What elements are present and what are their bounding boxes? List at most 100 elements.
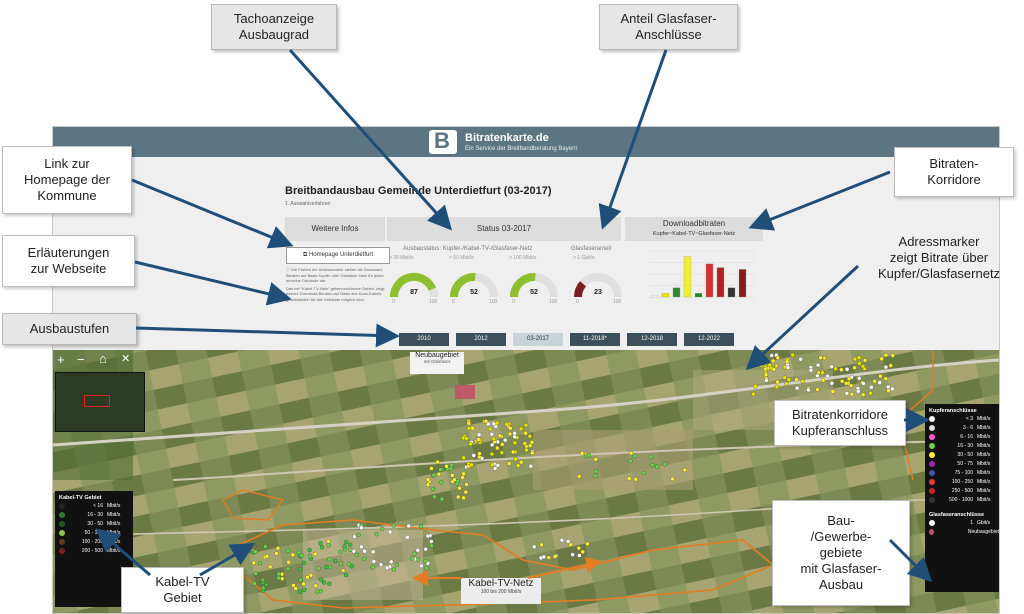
copper-legend-swatch <box>929 496 935 503</box>
address-marker <box>530 450 535 456</box>
address-marker <box>846 376 852 381</box>
address-marker <box>785 365 791 370</box>
info-text-2: Das mit "Kabel-TV-Netz" gekennzeichnete … <box>286 285 385 302</box>
address-markers[interactable] <box>53 350 999 613</box>
address-marker <box>464 482 469 487</box>
year-button-11-2018*[interactable]: 11-2018* <box>570 333 620 346</box>
tab-info[interactable]: Weitere Infos <box>285 217 385 241</box>
address-marker <box>821 378 826 383</box>
cable-legend-range: < 16 <box>93 502 103 509</box>
gauge-label: > 50 Mbit/s <box>449 255 474 261</box>
info-text-1: ⓘ Die Farben der Adressmarker stellen di… <box>286 267 384 283</box>
address-marker <box>890 353 895 358</box>
address-marker <box>378 562 384 567</box>
address-marker <box>351 549 357 554</box>
address-marker <box>415 548 420 553</box>
minimap[interactable] <box>55 372 145 432</box>
copper-legend-unit: Mbit/s <box>977 415 991 422</box>
address-marker <box>500 442 505 447</box>
tab-download[interactable]: Downloadbitraten Kupfer~Kabel-TV~Glasfas… <box>625 217 763 241</box>
address-marker <box>849 392 854 397</box>
address-marker <box>570 552 575 557</box>
address-marker <box>523 431 528 436</box>
brand-title[interactable]: Bitratenkarte.de <box>465 132 549 144</box>
address-marker <box>504 422 509 427</box>
year-button-2012[interactable]: 2012 <box>456 333 506 346</box>
zoom-out-button[interactable]: − <box>77 352 85 367</box>
address-marker <box>868 391 873 396</box>
address-marker <box>438 467 443 472</box>
address-marker <box>786 377 791 382</box>
address-marker <box>541 554 546 560</box>
copper-legend-swatch <box>929 460 935 467</box>
cable-legend-range: 50 - 100 <box>84 529 103 536</box>
address-marker <box>654 464 660 469</box>
glass-legend-unit: Gbit/s <box>977 519 991 526</box>
copper-legend-swatch <box>929 424 935 431</box>
copper-legend-unit: Mbit/s <box>977 478 991 485</box>
address-marker <box>816 370 821 375</box>
external-link-icon: ⧉ <box>303 252 309 258</box>
page-subtitle: 1. Auswahlverfahren <box>285 201 331 207</box>
fullscreen-icon[interactable]: ✕ <box>121 353 131 365</box>
address-marker <box>670 476 675 482</box>
year-button-2010[interactable]: 2010 <box>399 333 449 346</box>
arrow-korridore <box>748 170 891 231</box>
address-marker <box>452 477 457 482</box>
copper-legend-title: Kupferanschlüsse <box>929 408 977 414</box>
address-marker <box>650 462 655 468</box>
address-marker <box>461 471 466 476</box>
address-marker <box>577 553 582 558</box>
address-marker <box>354 552 359 558</box>
cable-tv-title: Kabel-TV-Netz <box>468 578 534 589</box>
address-marker <box>546 555 551 560</box>
address-marker <box>829 364 834 369</box>
tab-status[interactable]: Status 03-2017 <box>387 217 621 241</box>
minimap-viewport[interactable] <box>84 395 110 407</box>
address-marker <box>349 564 355 569</box>
address-marker <box>439 496 445 502</box>
address-marker <box>798 357 803 362</box>
address-marker <box>861 381 866 386</box>
zoom-in-button[interactable]: + <box>57 352 65 367</box>
year-button-12-2018[interactable]: 12-2018 <box>627 333 677 346</box>
address-marker <box>352 534 357 539</box>
cable-legend-swatch <box>59 511 65 518</box>
year-button-12-2022[interactable]: 12-2022 <box>684 333 734 346</box>
address-marker <box>559 538 565 543</box>
tab-download-sub: Kupfer~Kabel-TV~Glasfaser-Netz <box>652 231 736 237</box>
address-marker <box>461 455 466 460</box>
gauge-max: 100 <box>613 299 622 305</box>
address-marker <box>593 457 598 462</box>
homepage-button[interactable]: ⧉ Homepage Unterdietfurt <box>286 247 390 264</box>
address-marker <box>431 472 436 478</box>
gauge-label: > 1 Gbit/s <box>573 255 595 261</box>
cable-legend-unit: Mbit/s <box>107 511 121 518</box>
download-bar <box>738 269 747 298</box>
address-marker <box>359 525 364 530</box>
home-icon[interactable]: ⌂ <box>99 351 107 366</box>
address-marker <box>844 391 850 396</box>
address-marker <box>425 533 431 539</box>
address-marker <box>829 381 835 386</box>
gauge-min: 0 <box>576 299 579 305</box>
year-button-03-2017[interactable]: 03-2017 <box>513 333 563 346</box>
gauge-label: > 30 Mbit/s <box>389 255 414 261</box>
address-marker <box>275 546 281 551</box>
address-marker <box>326 543 331 548</box>
address-marker <box>483 419 489 424</box>
address-marker <box>299 553 304 558</box>
address-marker <box>532 544 537 549</box>
callout-tacho: Tachoanzeige Ausbaugrad <box>211 4 337 50</box>
address-marker <box>252 581 257 586</box>
gauge-fill <box>389 272 437 298</box>
callout-bau: Bau- /Gewerbe- gebiete mit Glasfaser- Au… <box>772 500 910 606</box>
address-marker <box>628 450 634 456</box>
address-marker <box>523 423 529 428</box>
